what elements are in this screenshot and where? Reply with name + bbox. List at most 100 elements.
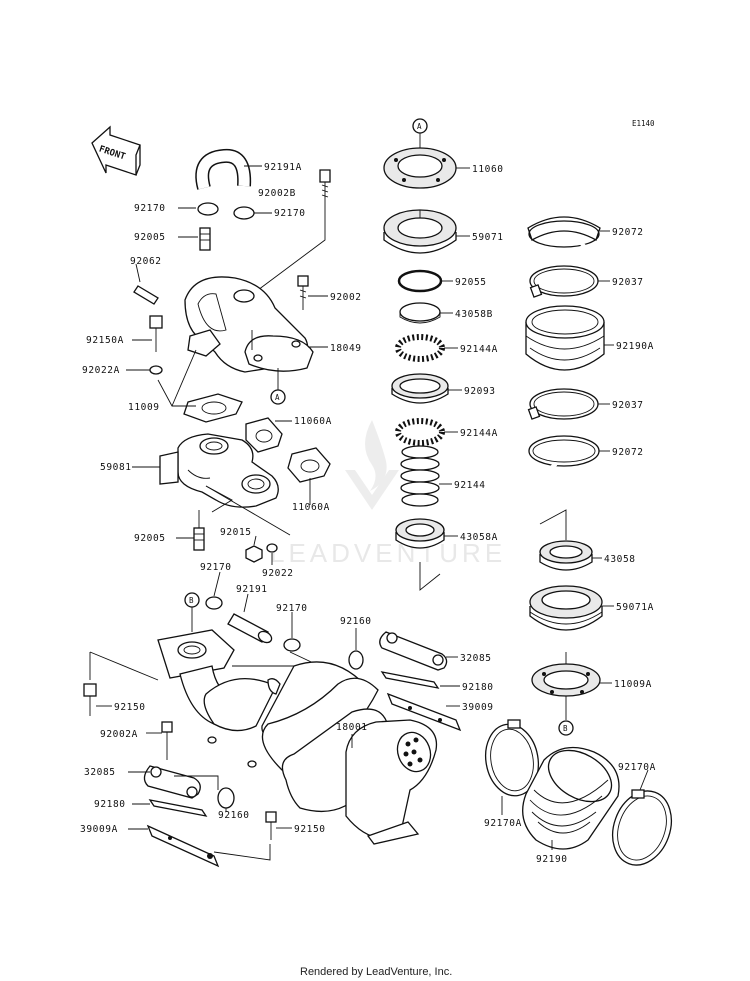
seal-92093 <box>391 373 449 404</box>
exhaust-pipe-18001 <box>157 629 438 845</box>
label-92180-left: 92180 <box>94 799 126 810</box>
label-92191: 92191 <box>236 584 268 595</box>
marker-a-top <box>412 118 428 134</box>
plate-92180-left <box>148 799 208 817</box>
label-92037-bottom: 92037 <box>612 400 644 411</box>
label-92170a-right: 92170A <box>618 762 656 773</box>
label-11060: 11060 <box>472 164 504 175</box>
label-92191a: 92191A <box>264 162 302 173</box>
plate-39009 <box>386 692 462 732</box>
plate-39009a <box>146 824 220 868</box>
label-92037-top: 92037 <box>612 277 644 288</box>
label-39009a: 39009A <box>80 824 118 835</box>
bolt-92150a <box>149 315 163 352</box>
label-11009a: 11009A <box>614 679 652 690</box>
label-92005-top: 92005 <box>134 232 166 243</box>
label-18049: 18049 <box>330 343 362 354</box>
bracket-32085-right <box>379 631 448 671</box>
label-43058a: 43058A <box>460 532 498 543</box>
pin-92062 <box>133 285 159 305</box>
label-92170-left: 92170 <box>134 203 166 214</box>
label-92144a-1: 92144A <box>460 344 498 355</box>
bolt-92002b <box>319 169 331 205</box>
label-92015: 92015 <box>220 527 252 538</box>
label-39009: 39009 <box>462 702 494 713</box>
exhaust-manifold-59081 <box>159 433 279 508</box>
clamp-92170-b1 <box>205 596 223 610</box>
gasket-11009a <box>531 663 601 697</box>
bolt-92150-bottom <box>265 811 277 840</box>
marker-b-right <box>558 720 574 736</box>
label-92150a: 92150A <box>86 335 124 346</box>
clamp-92037-top <box>529 265 599 298</box>
collar-43058a <box>395 518 445 549</box>
marker-a-bottom <box>270 389 286 405</box>
label-43058b: 43058B <box>455 309 493 320</box>
label-92002: 92002 <box>330 292 362 303</box>
label-59081: 59081 <box>100 462 132 473</box>
label-92002a: 92002A <box>100 729 138 740</box>
fitting-92005-top <box>199 227 211 251</box>
marker-b-left-text: B <box>189 596 194 605</box>
label-92055: 92055 <box>455 277 487 288</box>
plate-92180-right <box>380 671 440 689</box>
label-92022: 92022 <box>262 568 294 579</box>
spring-92144a-upper <box>395 334 445 362</box>
fitting-92005-bottom <box>193 527 205 551</box>
collar-43058 <box>539 540 593 571</box>
label-92170-b2: 92170 <box>276 603 308 614</box>
label-92180-right: 92180 <box>462 682 494 693</box>
marker-b-right-text: B <box>563 724 568 733</box>
label-92170-b1: 92170 <box>200 562 232 573</box>
nut-92015 <box>245 545 263 563</box>
bolt-92150-left <box>83 683 97 716</box>
hose-92191 <box>227 613 273 644</box>
clamp-92170-b2 <box>283 638 301 652</box>
label-92190a: 92190A <box>616 341 654 352</box>
bolt-92002a <box>161 721 173 760</box>
clamp-92037-bottom <box>527 388 599 420</box>
label-11009: 11009 <box>128 402 160 413</box>
clamp-92170a-right <box>612 789 672 866</box>
label-11060a-1: 11060A <box>294 416 332 427</box>
label-92150-left: 92150 <box>114 702 146 713</box>
clamp-92170-left <box>197 202 219 216</box>
label-92072-top: 92072 <box>612 227 644 238</box>
bushing-92160-bottom <box>217 787 235 809</box>
marker-a-top-text: A <box>417 122 422 131</box>
label-59071: 59071 <box>472 232 504 243</box>
label-43058: 43058 <box>604 554 636 565</box>
label-92160-top: 92160 <box>340 616 372 627</box>
washer-92022 <box>266 543 278 553</box>
boot-92190 <box>522 746 620 850</box>
label-92022a: 92022A <box>82 365 120 376</box>
clamp-92170a-left <box>484 719 540 797</box>
label-92005-bottom: 92005 <box>134 533 166 544</box>
ring-92072-top <box>527 216 601 254</box>
boot-92190a <box>525 305 605 371</box>
spring-92144a-lower <box>395 418 445 446</box>
leadventure-watermark: LEADVENTURE <box>270 420 502 568</box>
label-92144: 92144 <box>454 480 486 491</box>
label-18001: 18001 <box>336 722 368 733</box>
label-92190: 92190 <box>536 854 568 865</box>
gasket-11060a-lower <box>287 447 331 483</box>
gasket-11060a-upper <box>245 417 283 453</box>
bushing-92160-top <box>348 650 364 670</box>
label-92072-bottom: 92072 <box>612 447 644 458</box>
label-92002b: 92002B <box>258 188 296 199</box>
gasket-11009 <box>183 393 243 423</box>
label-92160-bottom: 92160 <box>218 810 250 821</box>
label-92170-right: 92170 <box>274 208 306 219</box>
cover-59071 <box>383 209 457 254</box>
clamp-92170-right <box>233 206 255 220</box>
label-92093: 92093 <box>464 386 496 397</box>
gasket-11060 <box>383 147 457 189</box>
ring-92072-bottom <box>528 435 600 472</box>
label-92062: 92062 <box>130 256 162 267</box>
label-92144a-2: 92144A <box>460 428 498 439</box>
exhaust-elbow-18049 <box>184 276 314 373</box>
label-92150-bottom: 92150 <box>294 824 326 835</box>
bolt-92002 <box>297 275 309 310</box>
